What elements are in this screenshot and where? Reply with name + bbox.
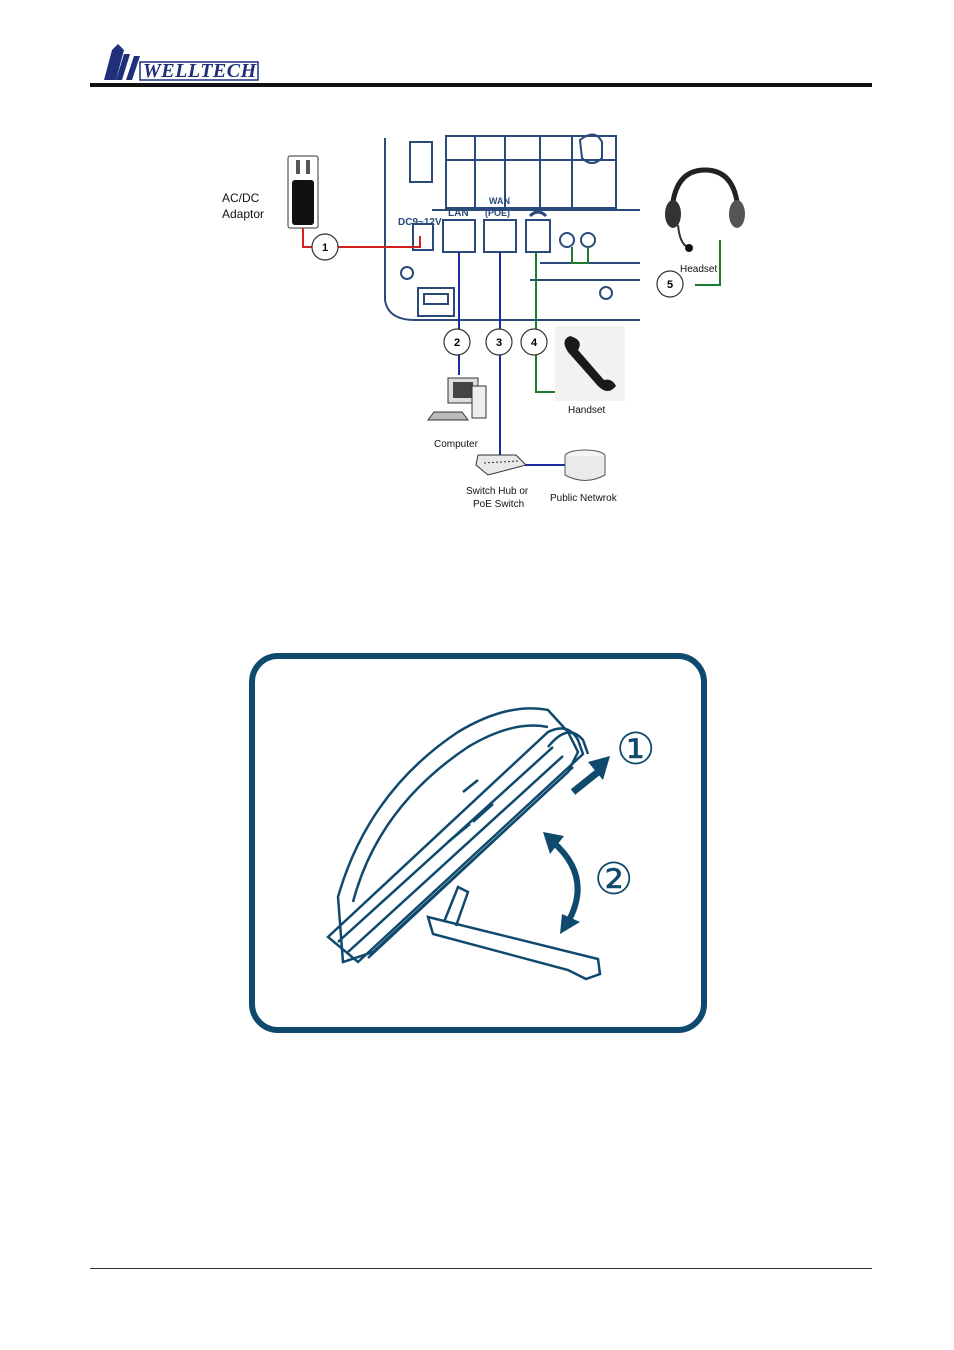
handset-icon [555,326,625,401]
handset-label: Handset [568,405,605,416]
port-lan-label: LAN [448,208,469,219]
headset-cable [695,240,721,286]
callout-5: 5 [656,270,684,298]
svg-text:2: 2 [454,337,460,349]
computer-icon [427,377,487,421]
callout-1: 1 [311,233,339,261]
power-wire [302,228,421,248]
step-2-label: ② [594,855,633,904]
phone-back-panel [384,133,640,321]
rotate-arrow-icon [543,832,581,934]
svg-text:1: 1 [322,242,328,254]
port-wan-label: WAN [489,196,510,206]
svg-text:4: 4 [531,337,538,349]
adaptor-icon [287,155,319,229]
adaptor-label-line1: AC/DC [222,191,260,205]
step-1-label: ① [616,725,655,774]
stand-frame [249,653,707,1033]
header-rule [90,83,872,87]
switch-icon [475,454,527,476]
headset-wire [571,247,589,264]
welltech-logo-text: WELLTECH [143,60,257,82]
stand-diagram: ① ② [249,653,707,1033]
phone-side-view-icon [326,707,602,981]
headset-icon [665,167,745,252]
switch-label-line1: Switch Hub or [466,486,529,497]
svg-text:5: 5 [667,279,673,291]
port-dc-label: DC9~12V [398,217,442,228]
wiring-diagram: DC9~12V LAN WAN (POE) AC/DC Adaptor 1 2 … [222,133,745,510]
headset-label: Headset [680,264,717,275]
switch-label-line2: PoE Switch [473,499,524,510]
adaptor-label-line2: Adaptor [222,207,264,221]
callout-2: 2 [443,328,471,356]
tilt-arrow-icon [570,756,610,795]
footer-rule [90,1268,872,1269]
callout-3: 3 [485,328,513,356]
handset-port-icon [528,210,548,218]
welltech-logo-icon [104,44,259,81]
computer-label: Computer [434,439,479,450]
svg-text:3: 3 [496,337,502,349]
callout-4: 4 [520,328,548,356]
port-poe-label: (POE) [485,208,510,218]
network-label: Public Netwrok [550,493,618,504]
network-icon [564,449,606,481]
